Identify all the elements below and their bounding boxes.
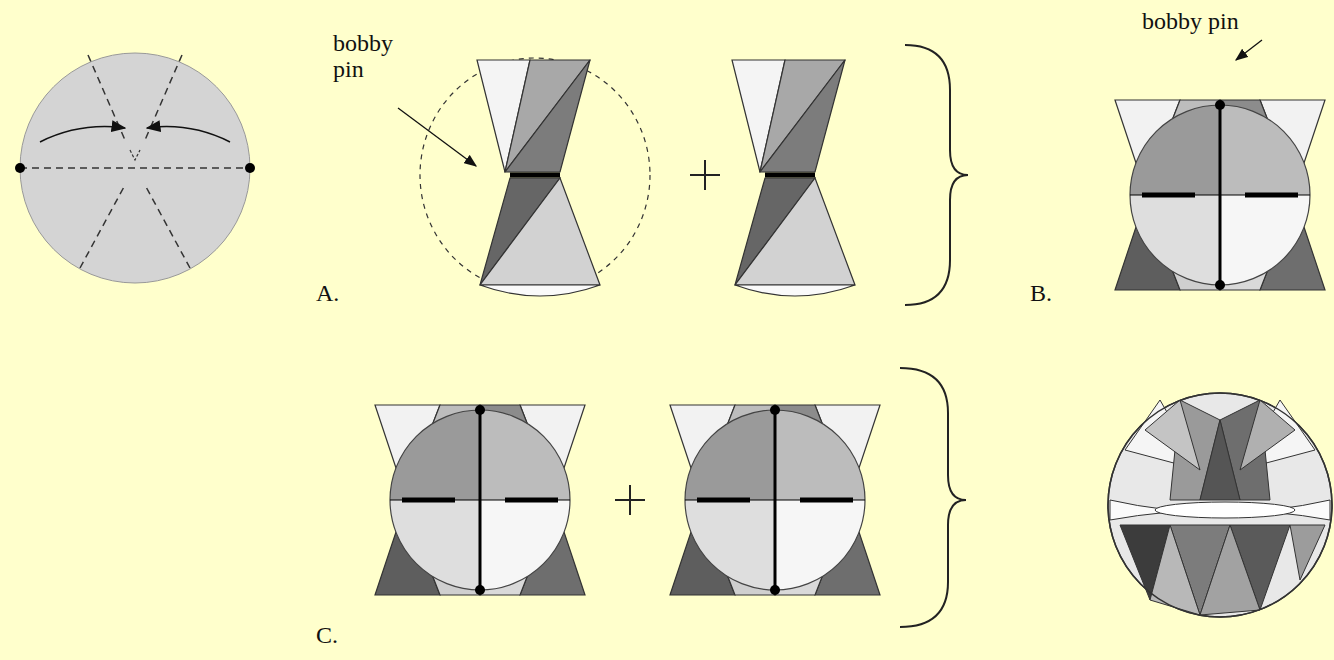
figure-label: C. [316, 622, 376, 648]
folded-unit [732, 60, 855, 296]
brace [905, 45, 968, 305]
assembled-pair [670, 405, 880, 595]
callout-label: bobby pin [1142, 8, 1292, 34]
folded-unit [477, 60, 600, 296]
assembled-pair [1115, 100, 1325, 290]
figure-label: B. [1030, 280, 1090, 306]
leader-arrow [1236, 40, 1262, 60]
brace [900, 368, 966, 627]
figure-label: A. [316, 280, 376, 306]
plus-sign [615, 485, 645, 515]
assembled-pair [375, 405, 585, 595]
folding-circle [15, 53, 255, 283]
finished-sphere [1108, 393, 1332, 617]
leader-arrow [398, 108, 476, 166]
plus-sign [690, 160, 720, 190]
callout-label: bobby pin [333, 30, 413, 82]
